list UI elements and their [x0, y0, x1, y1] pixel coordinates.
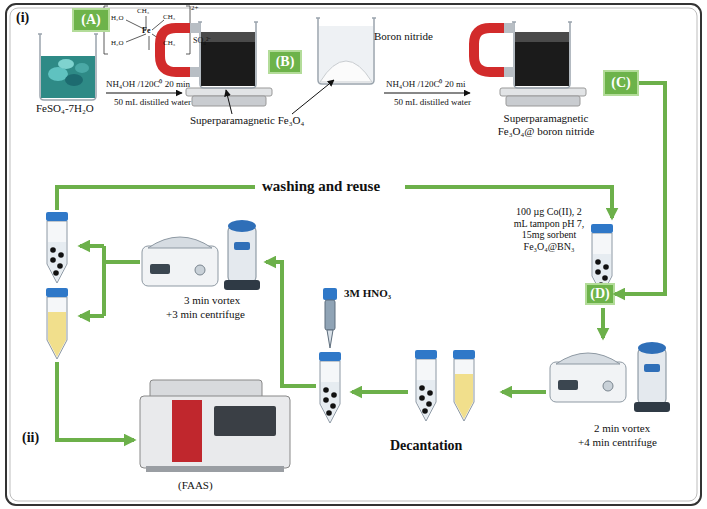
annotation-text: 50 mL distilled water [114, 97, 191, 107]
annotation-text: 2 min vortex [594, 422, 650, 435]
vortex-mixer [224, 220, 260, 290]
supernatant-tube [453, 350, 475, 421]
flow-arrow [601, 308, 605, 338]
sorbent-tube [46, 212, 68, 283]
step-badge: (D) [585, 283, 615, 305]
magnet-pole [190, 23, 200, 33]
flow-arrow [352, 390, 408, 394]
step-label: (D) [590, 286, 609, 302]
annotation-text: CH₃ [163, 39, 175, 47]
annotation-text: +3 min centrifuge [166, 308, 245, 321]
leader-line [226, 90, 232, 114]
annotation-text: H₂O [111, 14, 124, 22]
flow-bracket [104, 246, 140, 316]
annotation-text: CH₃ [137, 7, 149, 15]
step-label: (C) [611, 75, 630, 91]
crystal [75, 63, 89, 73]
beaker-liquid [515, 32, 569, 86]
instrument-stripe [172, 400, 202, 462]
beaker-glass [198, 22, 258, 88]
beaker-interior [319, 26, 373, 82]
vortex-mixer [634, 342, 670, 412]
step-badge: (C) [603, 70, 639, 96]
annotation-text: 3 min vortex [184, 294, 240, 307]
instrument-window [214, 406, 276, 436]
annotation-text: (FAAS) [178, 479, 213, 492]
annotation-text: NH₄OH /120C⁰ 20 mi [386, 79, 465, 89]
annotation-text: 50 mL distilled water [394, 97, 471, 107]
annotation-text: Fe [142, 26, 150, 35]
annotation-text: NH₄OH /120C⁰ 20 min [106, 79, 190, 89]
magnetite-beaker [198, 22, 258, 88]
annotation-text: (i) [16, 10, 29, 26]
step-label: (A) [81, 12, 100, 28]
iron-salt-beaker [38, 34, 98, 100]
faas-instrument [140, 380, 290, 472]
annotation-text: Superparamagnetic Fe₃O₄@ boron nitride [490, 112, 602, 137]
magnet [474, 28, 510, 72]
step-badge: (A) [72, 8, 110, 32]
beaker-liquid-top [515, 32, 569, 42]
crystal [65, 74, 83, 86]
reaction-arrow [384, 92, 470, 93]
flow-arrow [615, 83, 665, 294]
flow-arrow [80, 314, 104, 318]
annotation-text: CH₃ [163, 13, 175, 21]
pipette-plunger [323, 288, 337, 300]
composite-beaker [512, 22, 572, 88]
magnet [160, 28, 196, 72]
centrifuge [550, 353, 626, 402]
annotation-text: Boron nitride [374, 30, 433, 43]
annotation-text: Decantation [390, 438, 462, 454]
flow-arrow [502, 390, 546, 394]
step-label: (B) [276, 54, 295, 70]
annotation-text: 100 µg Co(II), 2 mL tampon pH 7, 15mg so… [510, 206, 588, 252]
annotation-text: +4 min centrifuge [578, 436, 657, 449]
stirrer-plate [186, 88, 272, 96]
magnet-pole [504, 23, 514, 33]
pipette [323, 288, 337, 348]
outer-frame [6, 4, 701, 505]
annotation-text: 3M HNO₃ [344, 287, 391, 300]
crystal [48, 67, 68, 81]
annotation-text: FeSO₄-7H₂O [36, 102, 94, 115]
annotation-text: SO₄²⁻ [193, 36, 211, 45]
centrifuge [142, 237, 218, 286]
annotation-text: Superparamagnetic Fe₃O₄ [190, 114, 304, 127]
annotation-text: 2+ [191, 4, 198, 12]
flow-arrow [266, 262, 316, 386]
beaker-liquid [41, 56, 95, 98]
powder [320, 61, 372, 82]
inner-frame [10, 8, 697, 501]
pipette-tip [327, 330, 333, 348]
beaker-glass [512, 22, 572, 88]
pipette-body [325, 300, 335, 330]
magnet-pole [504, 67, 514, 77]
annotation-text: H₂O [111, 39, 124, 47]
magnet-pole [190, 67, 200, 77]
instrument-body [140, 396, 290, 468]
flow-arrow [57, 362, 134, 440]
step-badge: (B) [268, 50, 302, 74]
flow-arrow [80, 244, 104, 248]
boron-nitride-beaker [316, 18, 376, 84]
beaker-glass [38, 34, 98, 100]
sorbent-tube [415, 350, 437, 421]
beaker-glass [316, 18, 376, 84]
instrument-foot [146, 466, 284, 472]
crystal [58, 59, 74, 69]
stirrer-plate [500, 88, 586, 96]
annotation-text: washing and reuse [262, 178, 380, 195]
reaction-arrow [106, 92, 182, 93]
eluate-tube [46, 288, 68, 359]
leader-line [292, 80, 334, 114]
stirrer-base [506, 96, 580, 106]
annotation-text: (ii) [22, 430, 39, 446]
elution-tube [319, 352, 341, 423]
